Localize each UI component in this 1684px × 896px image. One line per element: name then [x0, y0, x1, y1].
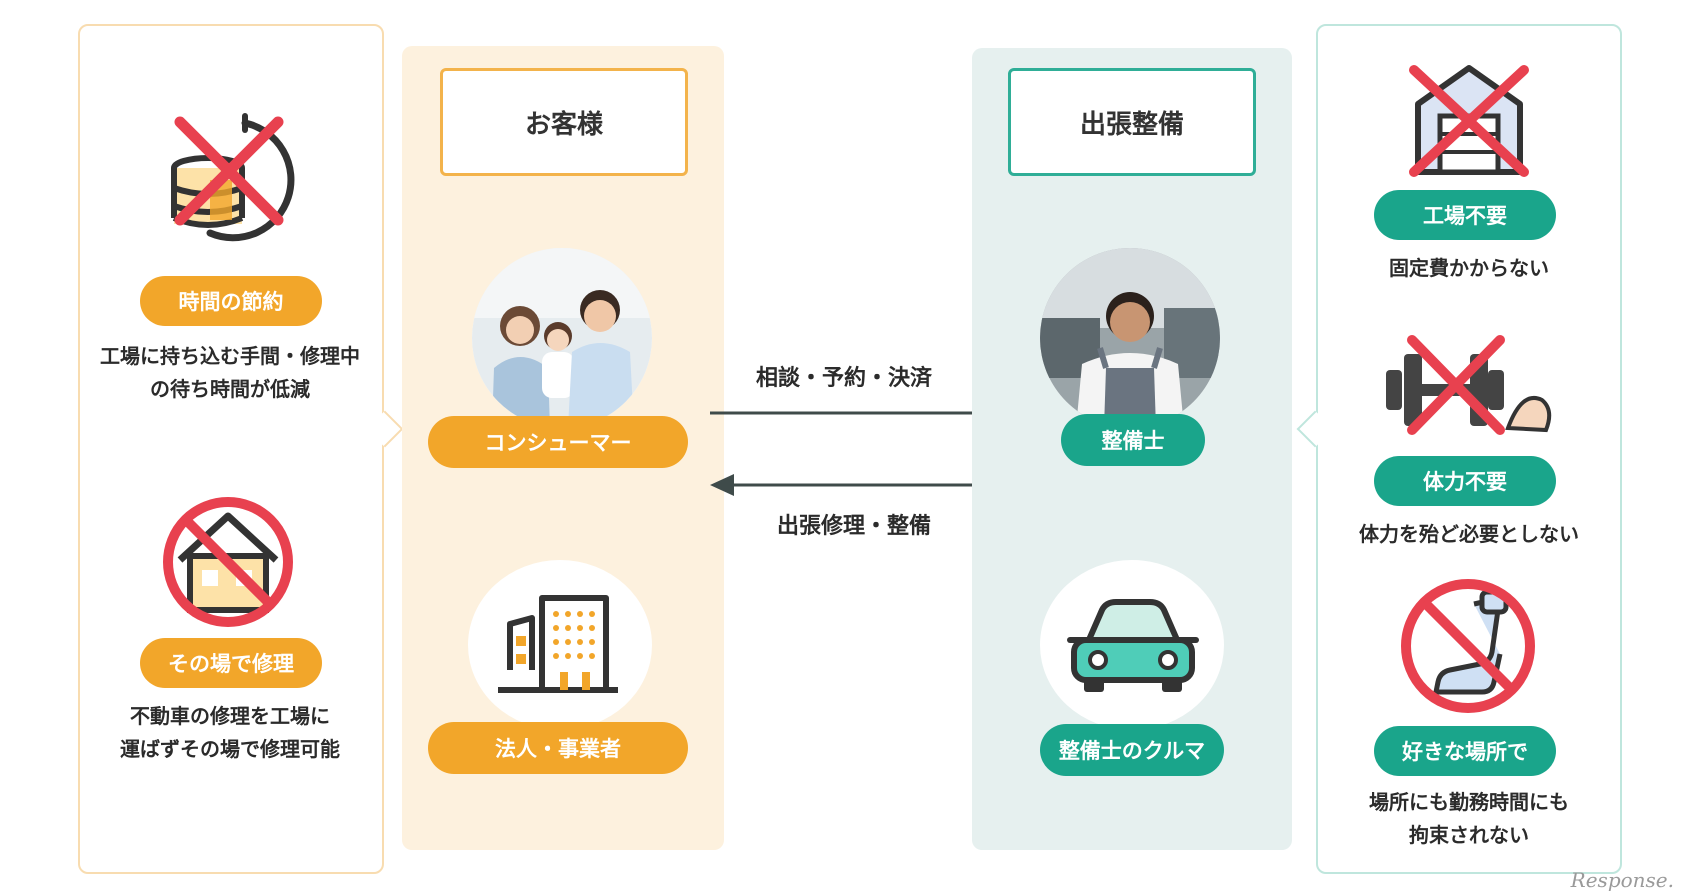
benefit-label-no-stamina: 体力不要: [1374, 456, 1556, 506]
watermark-logo: Response.: [1570, 868, 1674, 892]
flow-label-consult: 相談・予約・決済: [755, 366, 932, 391]
flow-label-repair: 出張修理・整備: [776, 514, 931, 539]
mechanic-title: 出張整備: [1008, 68, 1256, 176]
customer-title: お客様: [440, 68, 688, 176]
business-label: 法人・事業者: [428, 722, 688, 774]
arrow-right-icon: [710, 402, 1000, 424]
benefit-label-onsite-repair: その場で修理: [140, 638, 322, 688]
consumer-family-photo: [472, 248, 652, 428]
business-icon-circle: [468, 560, 652, 730]
benefit-desc-any-place-line2: 拘束されない: [1409, 823, 1529, 847]
benefit-label-time-saving: 時間の節約: [140, 276, 322, 326]
benefit-desc-onsite-line1: 不動車の修理を工場に: [130, 704, 330, 728]
garage-crossed-icon: [1409, 65, 1529, 177]
seat-prohibited-icon: [1401, 579, 1535, 713]
mechanic-car-circle: [1040, 560, 1224, 730]
benefit-label-any-place: 好きな場所で: [1374, 726, 1556, 776]
benefit-desc-no-stamina: 体力を殆ど必要としない: [1359, 522, 1579, 546]
benefit-desc-time-line2: の待ち時間が低減: [150, 377, 310, 401]
benefit-desc-any-place-line1: 場所にも勤務時間にも: [1369, 790, 1569, 814]
benefit-desc-onsite-line2: 運ばずその場で修理可能: [120, 737, 340, 761]
consumer-label: コンシューマー: [428, 416, 688, 468]
mechanic-car-label: 整備士のクルマ: [1040, 724, 1224, 776]
office-building-icon: [498, 595, 618, 693]
time-money-crossed-icon: [171, 113, 295, 242]
benefit-label-no-factory: 工場不要: [1374, 190, 1556, 240]
mechanic-label: 整備士: [1061, 414, 1205, 466]
arrow-left-icon: [710, 474, 1000, 496]
house-prohibited-icon: [163, 497, 293, 627]
benefit-desc-no-factory: 固定費かからない: [1389, 256, 1549, 280]
mechanic-photo: [1040, 248, 1220, 428]
car-icon: [1067, 599, 1199, 692]
benefit-desc-time-line1: 工場に持ち込む手間・修理中: [100, 344, 360, 368]
dumbbell-crossed-icon: [1386, 335, 1552, 435]
